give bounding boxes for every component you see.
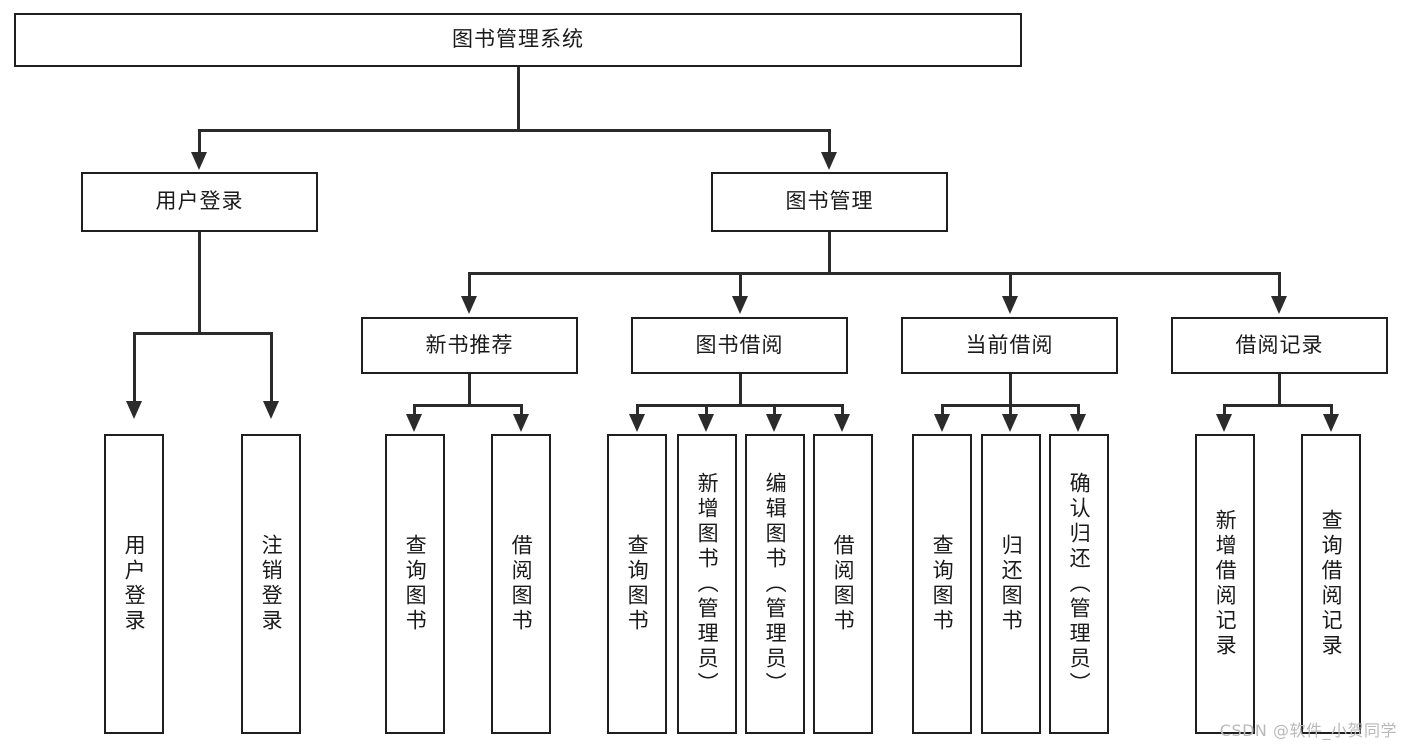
arrow-new-book-to-leaf-1 — [406, 414, 422, 432]
connector-user-login-to-leaf-2 — [270, 332, 273, 404]
leaf-new-book-borrow-books[interactable]: 借阅图书 — [491, 434, 551, 734]
connector-root-stem — [517, 67, 520, 131]
connector-bm-to-new-book — [468, 272, 471, 299]
arrow-bm-to-borrow-record — [1271, 296, 1287, 314]
leaf-borrow-record-search-record[interactable]: 查询借阅记录 — [1301, 434, 1361, 734]
connector-new-book-to-leaf-1 — [413, 404, 416, 420]
connector-new-book-bar — [413, 404, 523, 407]
leaf-label: 注销登录 — [259, 534, 284, 634]
connector-user-login-to-leaf-1 — [133, 332, 136, 404]
arrow-user-login-to-leaf-2 — [263, 401, 279, 419]
connector-current-borrow-to-leaf-2 — [1009, 404, 1012, 420]
leaf-borrow-record-add-record[interactable]: 新增借阅记录 — [1195, 434, 1255, 734]
connector-user-login-stem — [198, 232, 201, 334]
connector-root-to-user-login — [198, 129, 201, 155]
leaf-book-borrow-edit-book-admin[interactable]: 编辑图书（管理员） — [745, 434, 805, 734]
leaf-label: 归还图书 — [999, 534, 1024, 634]
arrow-borrow-record-to-leaf-1 — [1216, 414, 1232, 432]
arrow-book-borrow-to-leaf-3 — [766, 414, 782, 432]
leaf-label: 查询图书 — [930, 534, 955, 634]
connector-book-borrow-to-leaf-1 — [636, 404, 639, 420]
connector-root-bar — [198, 129, 831, 132]
arrow-bm-to-book-borrow — [732, 296, 748, 314]
connector-book-borrow-to-leaf-2 — [705, 404, 708, 420]
connector-book-management-stem — [828, 232, 831, 274]
leaf-label: 新增图书（管理员） — [695, 471, 720, 697]
connector-borrow-record-to-leaf-1 — [1223, 404, 1226, 420]
connector-book-borrow-to-leaf-3 — [773, 404, 776, 420]
node-user-login[interactable]: 用户登录 — [81, 172, 318, 232]
node-book-management[interactable]: 图书管理 — [711, 172, 948, 232]
connector-borrow-record-to-leaf-2 — [1330, 404, 1333, 420]
arrow-current-borrow-to-leaf-3 — [1070, 414, 1086, 432]
arrow-root-to-user-login — [191, 152, 207, 170]
connector-book-management-bar — [468, 272, 1280, 275]
node-borrow-record[interactable]: 借阅记录 — [1171, 317, 1388, 374]
connector-user-login-bar — [133, 332, 273, 335]
connector-current-borrow-stem — [1009, 374, 1012, 406]
connector-current-borrow-to-leaf-3 — [1077, 404, 1080, 420]
node-root-book-management-system[interactable]: 图书管理系统 — [14, 13, 1022, 67]
leaf-label: 编辑图书（管理员） — [763, 471, 788, 697]
node-new-book-recommend[interactable]: 新书推荐 — [361, 317, 578, 374]
arrow-user-login-to-leaf-1 — [126, 401, 142, 419]
leaf-label: 借阅图书 — [831, 534, 856, 634]
leaf-user-login-login[interactable]: 用户登录 — [104, 434, 164, 734]
node-book-borrow[interactable]: 图书借阅 — [631, 317, 848, 374]
arrow-bm-to-current-borrow — [1002, 296, 1018, 314]
leaf-book-borrow-add-book-admin[interactable]: 新增图书（管理员） — [677, 434, 737, 734]
arrow-book-borrow-to-leaf-1 — [629, 414, 645, 432]
node-current-borrow[interactable]: 当前借阅 — [901, 317, 1118, 374]
arrow-new-book-to-leaf-2 — [513, 414, 529, 432]
leaf-new-book-search-books[interactable]: 查询图书 — [385, 434, 445, 734]
arrow-bm-to-new-book — [461, 296, 477, 314]
leaf-label: 借阅图书 — [509, 534, 534, 634]
connector-book-borrow-bar — [636, 404, 844, 407]
connector-new-book-stem — [468, 374, 471, 406]
leaf-user-login-logout[interactable]: 注销登录 — [241, 434, 301, 734]
leaf-label: 新增借阅记录 — [1213, 509, 1238, 659]
leaf-book-borrow-borrow-books[interactable]: 借阅图书 — [813, 434, 873, 734]
connector-book-borrow-stem — [739, 374, 742, 406]
connector-new-book-to-leaf-2 — [520, 404, 523, 420]
leaf-current-borrow-confirm-return-admin[interactable]: 确认归还（管理员） — [1049, 434, 1109, 734]
arrow-book-borrow-to-leaf-4 — [834, 414, 850, 432]
leaf-current-borrow-search-books[interactable]: 查询图书 — [912, 434, 972, 734]
connector-bm-to-current-borrow — [1009, 272, 1012, 299]
leaf-label: 用户登录 — [122, 534, 147, 634]
connector-bm-to-borrow-record — [1278, 272, 1281, 299]
watermark: CSDN @软件_小贺同学 — [1219, 721, 1397, 740]
leaf-label: 查询借阅记录 — [1319, 509, 1344, 659]
arrow-root-to-book-management — [821, 152, 837, 170]
arrow-book-borrow-to-leaf-2 — [698, 414, 714, 432]
connector-borrow-record-stem — [1278, 374, 1281, 406]
leaf-label: 确认归还（管理员） — [1067, 471, 1092, 697]
arrow-current-borrow-to-leaf-1 — [934, 414, 950, 432]
connector-current-borrow-to-leaf-1 — [941, 404, 944, 420]
connector-book-borrow-to-leaf-4 — [841, 404, 844, 420]
leaf-label: 查询图书 — [403, 534, 428, 634]
connector-bm-to-book-borrow — [739, 272, 742, 299]
leaf-current-borrow-return-books[interactable]: 归还图书 — [981, 434, 1041, 734]
arrow-current-borrow-to-leaf-2 — [1002, 414, 1018, 432]
arrow-borrow-record-to-leaf-2 — [1323, 414, 1339, 432]
connector-borrow-record-bar — [1223, 404, 1333, 407]
connector-root-to-book-management — [828, 129, 831, 155]
leaf-book-borrow-search-books[interactable]: 查询图书 — [607, 434, 667, 734]
leaf-label: 查询图书 — [625, 534, 650, 634]
